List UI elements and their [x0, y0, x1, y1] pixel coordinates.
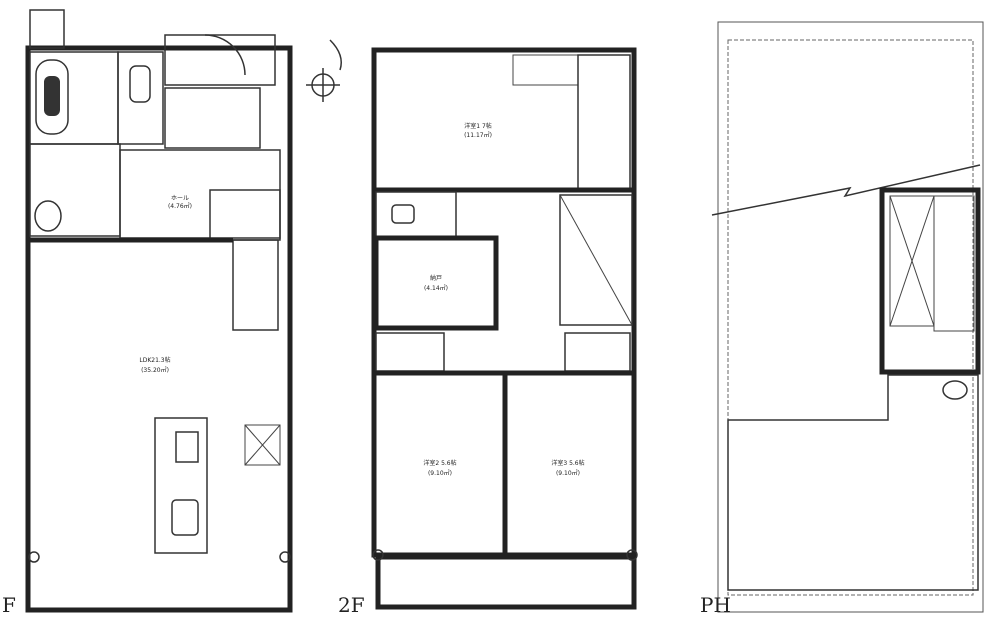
second-floor-plan: 洋室1 7帖 (11.17㎡) 納戸 (4.14㎡) 洋室2 5.6帖 (9.1…	[338, 47, 638, 617]
roof-inner-line	[727, 39, 974, 596]
stair-line	[559, 194, 633, 326]
washroom	[29, 143, 121, 237]
fridge-space	[244, 424, 281, 466]
toilet-room-2f	[375, 191, 457, 239]
second-floor-label: 2F	[338, 593, 365, 617]
penthouse-stair-room	[879, 187, 981, 375]
storage	[232, 239, 279, 331]
outdoor-unit	[29, 9, 65, 49]
first-floor-label: F	[2, 593, 16, 617]
balcony	[375, 554, 637, 610]
stairs-first-floor	[209, 189, 281, 241]
north-compass-icon	[306, 39, 342, 102]
hall	[119, 149, 281, 239]
first-floor-outer-wall	[25, 45, 293, 613]
storeroom	[373, 235, 499, 331]
closet-name: 納戸	[430, 274, 442, 282]
closet-western3	[564, 332, 631, 372]
stove-icon	[175, 431, 199, 463]
entrance-genkan	[164, 87, 261, 149]
kitchen-island	[154, 417, 208, 554]
western2-name: 洋室2 5.6帖	[423, 459, 456, 467]
first-floor-plan: ホール (4.76㎡) LDK21.3帖 (35.20㎡) F	[2, 9, 293, 617]
toilet-room	[117, 51, 164, 145]
sink-icon	[171, 499, 199, 536]
western3-name: 洋室3 5.6帖	[551, 459, 584, 467]
toilet-icon-2f	[391, 204, 415, 224]
bathtub	[35, 59, 69, 135]
roof-balcony	[727, 374, 979, 591]
column-marker	[372, 549, 384, 561]
penthouse-label: PH	[700, 593, 731, 617]
stairs-second-floor	[559, 194, 633, 326]
toilet-icon	[129, 65, 151, 103]
closet-western1	[577, 54, 631, 191]
roof-outline	[717, 21, 984, 613]
hall-area: (4.76㎡)	[168, 202, 192, 210]
western1-area: (11.17㎡)	[464, 131, 492, 139]
ldk-name: LDK21.3帖	[139, 356, 170, 364]
ldk-area: (35.20㎡)	[141, 366, 169, 374]
void-area	[512, 54, 579, 86]
closet-area: (4.14㎡)	[424, 284, 448, 292]
column-marker	[279, 551, 291, 563]
closet-western2	[375, 332, 445, 372]
bathroom	[29, 51, 119, 145]
stairs-penthouse	[933, 195, 975, 332]
stair-void-cross	[889, 195, 935, 327]
washbasin-roof	[942, 380, 968, 400]
front-door-swing	[204, 34, 246, 76]
break-line	[711, 164, 981, 216]
washbasin	[34, 200, 62, 232]
porch	[164, 34, 276, 86]
fridge-cross	[244, 424, 281, 466]
column-marker	[28, 551, 40, 563]
bathtub-drain	[44, 76, 60, 116]
western2-area: (9.10㎡)	[428, 469, 452, 477]
western3-area: (9.10㎡)	[556, 469, 580, 477]
penthouse-plan: PH	[700, 21, 984, 617]
hall-name: ホール	[171, 195, 189, 202]
western1-name: 洋室1 7帖	[464, 122, 492, 130]
column-marker	[626, 549, 638, 561]
